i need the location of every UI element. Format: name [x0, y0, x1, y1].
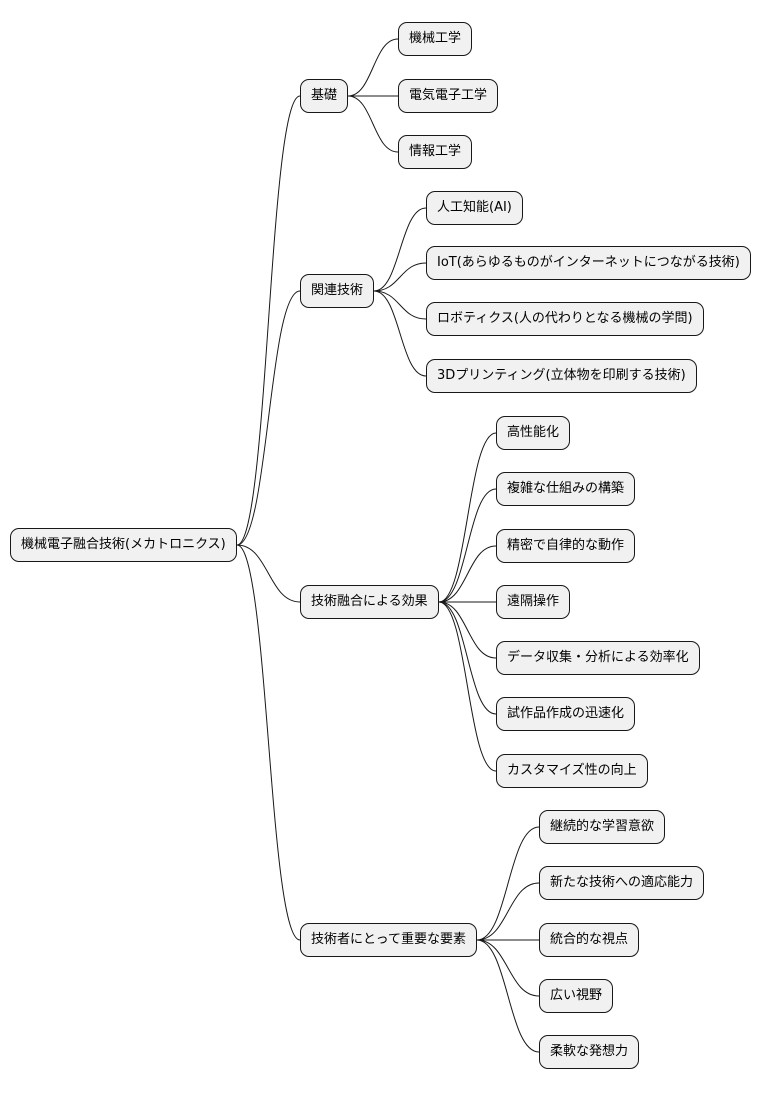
leaf-node: ロボティクス(人の代わりとなる機械の学問) [426, 302, 704, 336]
leaf-node: 複雑な仕組みの構築 [496, 472, 636, 506]
connector-line [236, 544, 301, 941]
connector-line [236, 290, 301, 546]
connector-line [476, 939, 540, 1053]
connector-line [236, 95, 301, 546]
leaf-node: 3Dプリンティング(立体物を印刷する技術) [426, 359, 697, 393]
leaf-node: カスタマイズ性の向上 [496, 754, 648, 788]
branch-node-related-tech: 関連技術 [300, 274, 375, 308]
connector-line [373, 207, 427, 292]
leaf-node: 新たな技術への適応能力 [539, 866, 705, 900]
connector-line [476, 939, 540, 997]
connector-line [438, 601, 497, 772]
leaf-node: 統合的な視点 [539, 923, 640, 957]
leaf-node: 柔軟な発想力 [539, 1035, 640, 1069]
leaf-node: 高性能化 [496, 416, 571, 450]
leaf-node: 遠隔操作 [496, 585, 571, 619]
leaf-node: 試作品作成の迅速化 [496, 697, 636, 731]
connector-line [347, 95, 399, 153]
connector-line [438, 488, 497, 603]
leaf-node: IoT(あらゆるものがインターネットにつながる技術) [426, 246, 751, 280]
connector-line [438, 545, 497, 603]
root-node: 機械電子融合技術(メカトロニクス) [10, 528, 237, 562]
connector-line [438, 432, 497, 603]
leaf-node: 広い視野 [539, 979, 614, 1013]
connector-line [236, 544, 301, 603]
connector-line [476, 882, 540, 941]
branch-node-fusion-effects: 技術融合による効果 [300, 585, 439, 619]
leaf-node: 情報工学 [398, 135, 473, 169]
connector-line [347, 38, 399, 97]
connector-line [476, 826, 540, 941]
connector-line [373, 262, 427, 292]
connector-line [438, 601, 497, 715]
leaf-node: データ収集・分析による効率化 [496, 641, 700, 675]
branch-node-foundation: 基礎 [300, 79, 349, 113]
leaf-node: 精密で自律的な動作 [496, 529, 636, 563]
leaf-node: 電気電子工学 [398, 79, 499, 113]
connector-line [373, 290, 427, 320]
leaf-node: 機械工学 [398, 22, 473, 56]
connector-line [438, 601, 497, 659]
branch-node-engineer-elements: 技術者にとって重要な要素 [300, 923, 477, 957]
leaf-node: 人工知能(AI) [426, 191, 523, 225]
connector-line [373, 290, 427, 377]
leaf-node: 継続的な学習意欲 [539, 810, 666, 844]
